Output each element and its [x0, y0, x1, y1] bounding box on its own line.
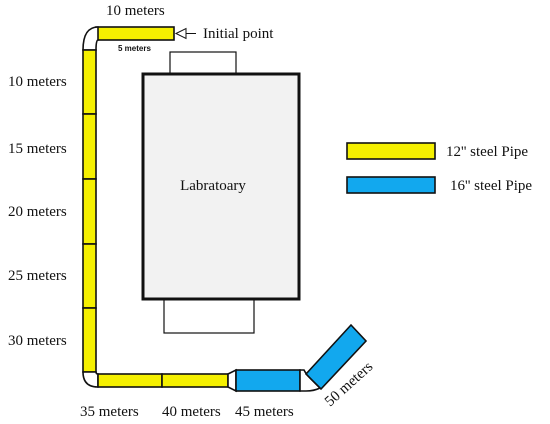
- legend-label-16: 16'' steel Pipe: [450, 178, 532, 194]
- pipe-bottom-segment-1: [97, 373, 163, 388]
- building-top-annex: [169, 51, 237, 75]
- legend-label-12: 12'' steel Pipe: [446, 144, 528, 160]
- pipe-blue-horizontal: [235, 369, 301, 392]
- left-label-20: 20 meters: [8, 204, 67, 220]
- legend-swatch-12: [346, 142, 436, 160]
- left-label-25: 25 meters: [8, 268, 67, 284]
- bottom-label-45: 45 meters: [235, 404, 294, 420]
- pipe-left-segment-4: [82, 243, 97, 309]
- building-label: Labratoary: [180, 178, 246, 194]
- pipe-left-segment-3: [82, 178, 97, 245]
- bottom-label-40: 40 meters: [162, 404, 221, 420]
- laboratory-building: [141, 72, 301, 301]
- pipe-left-segment-2: [82, 113, 97, 180]
- left-label-10: 10 meters: [8, 74, 67, 90]
- building-bottom-annex: [163, 298, 255, 334]
- top-segment-label: 10 meters: [106, 3, 165, 19]
- legend-swatch-16: [346, 176, 436, 194]
- left-label-15: 15 meters: [8, 141, 67, 157]
- pipe-left-segment-1: [82, 49, 97, 115]
- initial-point-arrow-icon: [174, 27, 196, 40]
- pipe-left-segment-5: [82, 307, 97, 373]
- initial-point-label: Initial point: [203, 26, 274, 42]
- legend: 12'' steel Pipe 16'' steel Pipe: [346, 142, 532, 194]
- pipe-reducer: [227, 368, 237, 393]
- pipe-blue-diagonal: [304, 323, 368, 391]
- top-sub-segment-label: 5 meters: [118, 44, 151, 53]
- pipe-elbow-top-left: [82, 26, 99, 51]
- pipe-bottom-segment-2: [161, 373, 229, 388]
- pipe-elbow-bottom-left: [82, 371, 99, 388]
- pipe-top-segment: [95, 26, 175, 41]
- left-label-30: 30 meters: [8, 333, 67, 349]
- bottom-label-35: 35 meters: [80, 404, 139, 420]
